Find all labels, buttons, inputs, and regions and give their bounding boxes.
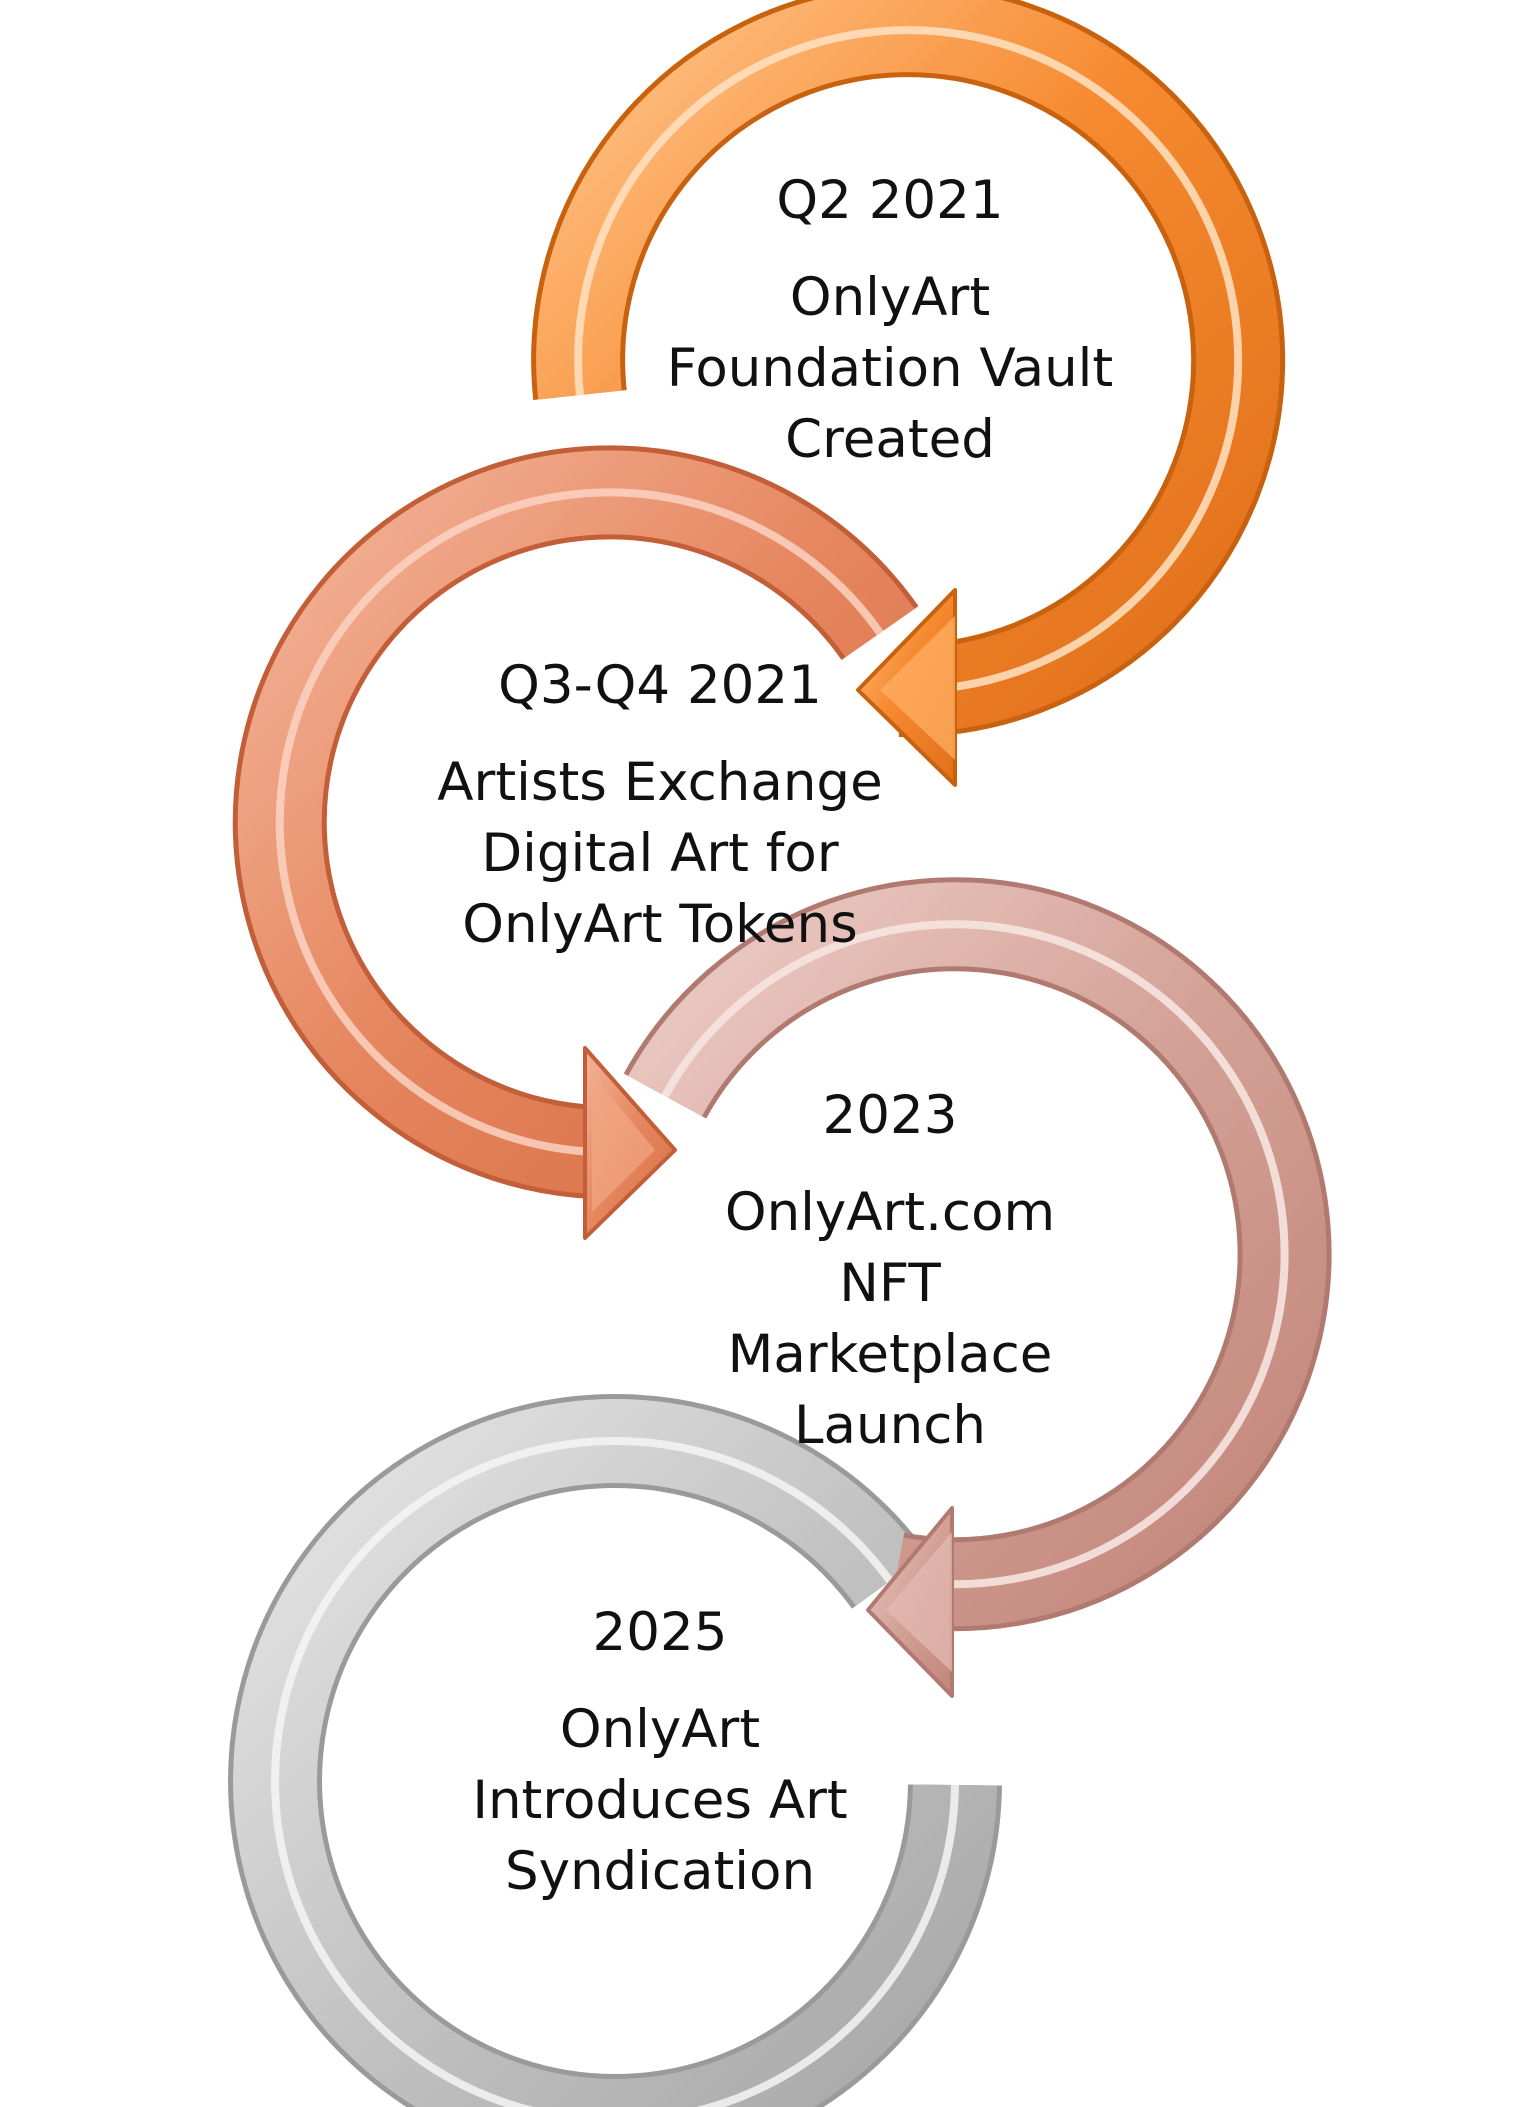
- step-2-line-2: Digital Art for: [481, 823, 839, 884]
- step-3-line-1: OnlyArt.com: [724, 1182, 1056, 1243]
- step-4-line-3: Syndication: [504, 1841, 816, 1902]
- step-1-text: Q2 2021 OnlyArt Foundation Vault Created: [660, 165, 1120, 475]
- step-4-year: 2025: [592, 1602, 728, 1663]
- step-1-arrow: [531, 0, 1286, 787]
- step-4-line-1: OnlyArt: [559, 1699, 761, 1760]
- step-1-line-2: Foundation Vault: [666, 338, 1114, 399]
- step-2-line-3: OnlyArt Tokens: [462, 894, 858, 955]
- step-3-text: 2023 OnlyArt.com NFT Marketplace Launch: [660, 1080, 1120, 1461]
- step-1-line-3: Created: [785, 409, 995, 470]
- step-4-line-2: Introduces Art: [472, 1770, 848, 1831]
- step-3-arrow: [623, 877, 1332, 1698]
- step-2-arrow: [232, 445, 919, 1240]
- step-3-line-2: NFT: [839, 1253, 941, 1314]
- step-3-line-4: Launch: [794, 1395, 986, 1456]
- step-2-text: Q3-Q4 2021 Artists Exchange Digital Art …: [430, 650, 890, 960]
- step-3-year: 2023: [822, 1085, 958, 1146]
- step-4-arrow: [228, 1393, 1002, 2107]
- step-3-line-3: Marketplace: [727, 1324, 1053, 1385]
- step-4-text: 2025 OnlyArt Introduces Art Syndication: [430, 1597, 890, 1907]
- step-2-year: Q3-Q4 2021: [498, 655, 822, 716]
- step-1-line-1: OnlyArt: [789, 267, 991, 328]
- step-1-year: Q2 2021: [776, 170, 1004, 231]
- step-2-line-1: Artists Exchange: [437, 752, 883, 813]
